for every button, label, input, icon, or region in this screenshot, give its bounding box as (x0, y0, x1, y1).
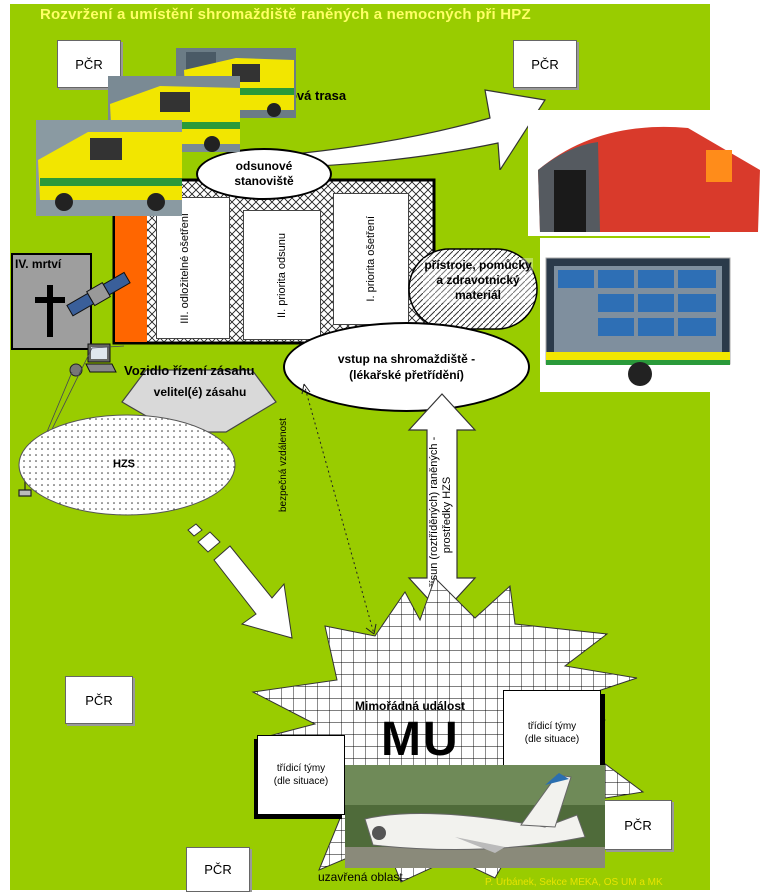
zone-treatment-priority: I. priorita ošetření (333, 193, 409, 325)
plane-crash-photo (345, 765, 605, 868)
police-label: PČR (204, 862, 232, 877)
evacuation-station-label: odsunové stanoviště (234, 159, 294, 188)
laptop-icon (85, 343, 117, 373)
police-label: PČR (75, 56, 103, 72)
entry-ellipse: vstup na shromaždiště - (lékařské přetří… (283, 322, 530, 412)
dead-label: IV. mrtví (15, 257, 62, 271)
triage-team-box-right: třídicí týmy (dle situace) (503, 690, 601, 776)
approach-arrow (187, 523, 293, 639)
equipment-trailer-photo (540, 238, 736, 392)
triage-team-label: třídicí týmy (dle situace) (524, 721, 580, 745)
transport-label: přísun (roztříděných) raněných - prostře… (428, 436, 453, 594)
police-label: PČR (624, 817, 652, 833)
fire-service-area (18, 414, 236, 516)
diagram-title: Rozvržení a umístění shromaždiště raněný… (40, 6, 531, 23)
closed-area-label: uzavřená oblast (318, 870, 403, 884)
zone-delayed-treatment: III. odložitelné ošetření (156, 197, 230, 339)
tent-photo (528, 110, 767, 236)
satellite-icon (66, 271, 131, 317)
incident-label: Mimořádná událost (355, 699, 466, 713)
fire-service-label: HZS (113, 458, 135, 470)
commander-label: velitel(é) zásahu (153, 385, 247, 399)
police-box-bottom-left: PČR (186, 847, 250, 892)
cross-icon (35, 285, 65, 337)
safe-distance-label: bezpečná vzdálenost (278, 418, 289, 512)
command-vehicle-label: Vozidlo řízení zásahu (124, 363, 255, 378)
phone-icon (69, 363, 83, 377)
evacuation-station: odsunové stanoviště (196, 148, 332, 200)
entry-label: vstup na shromaždiště - (lékařské přetří… (337, 352, 476, 382)
police-label: PČR (85, 692, 113, 708)
police-box-bottom-right: PČR (604, 800, 672, 850)
credit-label: P. Urbánek, Sekce MEKA, OS UM a MK (485, 877, 663, 888)
police-label: PČR (531, 56, 559, 72)
police-box-mid-left: PČR (65, 676, 133, 724)
safe-distance-line (301, 383, 377, 635)
triage-team-label: třídicí týmy (dle situace) (273, 763, 329, 787)
police-box-top-right: PČR (513, 40, 577, 88)
ambulance-photos (36, 48, 296, 216)
triage-team-box-left: třídicí týmy (dle situace) (257, 735, 345, 815)
command-pentagon (121, 369, 277, 433)
zone-evac-priority: II. priorita odsunu (243, 210, 321, 340)
incident-abbreviation: MU (381, 713, 460, 766)
equipment-label: přístroje, pomůcky a zdravotnický materi… (423, 258, 533, 303)
dead-zone: IV. mrtví (11, 253, 92, 350)
